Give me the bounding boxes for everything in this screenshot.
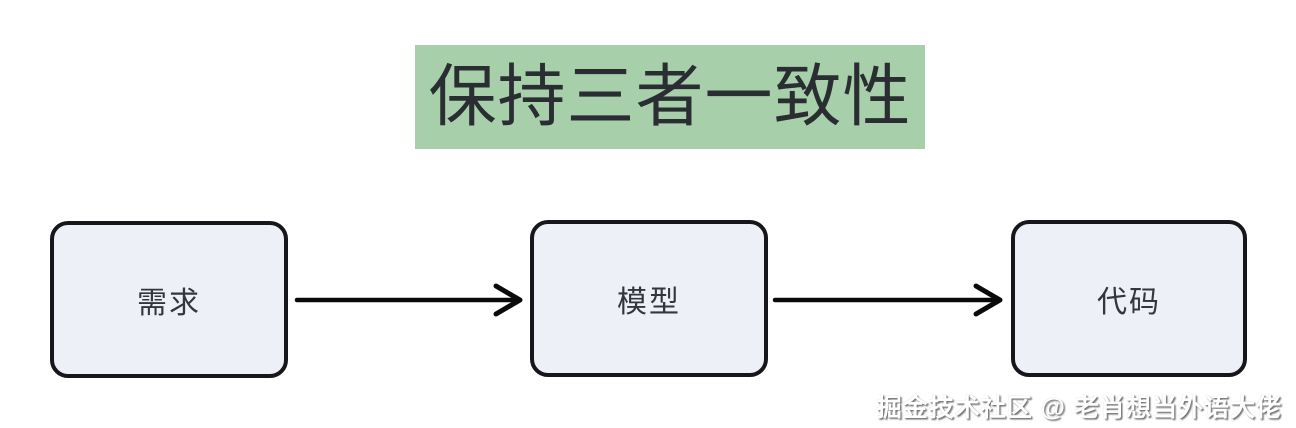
arrow-right-icon xyxy=(772,283,1003,317)
title-banner: 保持三者一致性 xyxy=(415,45,925,149)
diagram-title: 保持三者一致性 xyxy=(428,59,912,135)
node-code-label: 代码 xyxy=(1097,285,1161,319)
node-code: 代码 xyxy=(1011,220,1247,377)
arrow-right-icon xyxy=(294,283,523,317)
node-model: 模型 xyxy=(530,220,768,377)
node-requirements-label: 需求 xyxy=(137,286,201,320)
watermark: 掘金技术社区 @ 老肖想当外语大佬 xyxy=(876,394,1282,422)
node-requirements: 需求 xyxy=(50,221,288,378)
node-model-label: 模型 xyxy=(617,285,681,319)
